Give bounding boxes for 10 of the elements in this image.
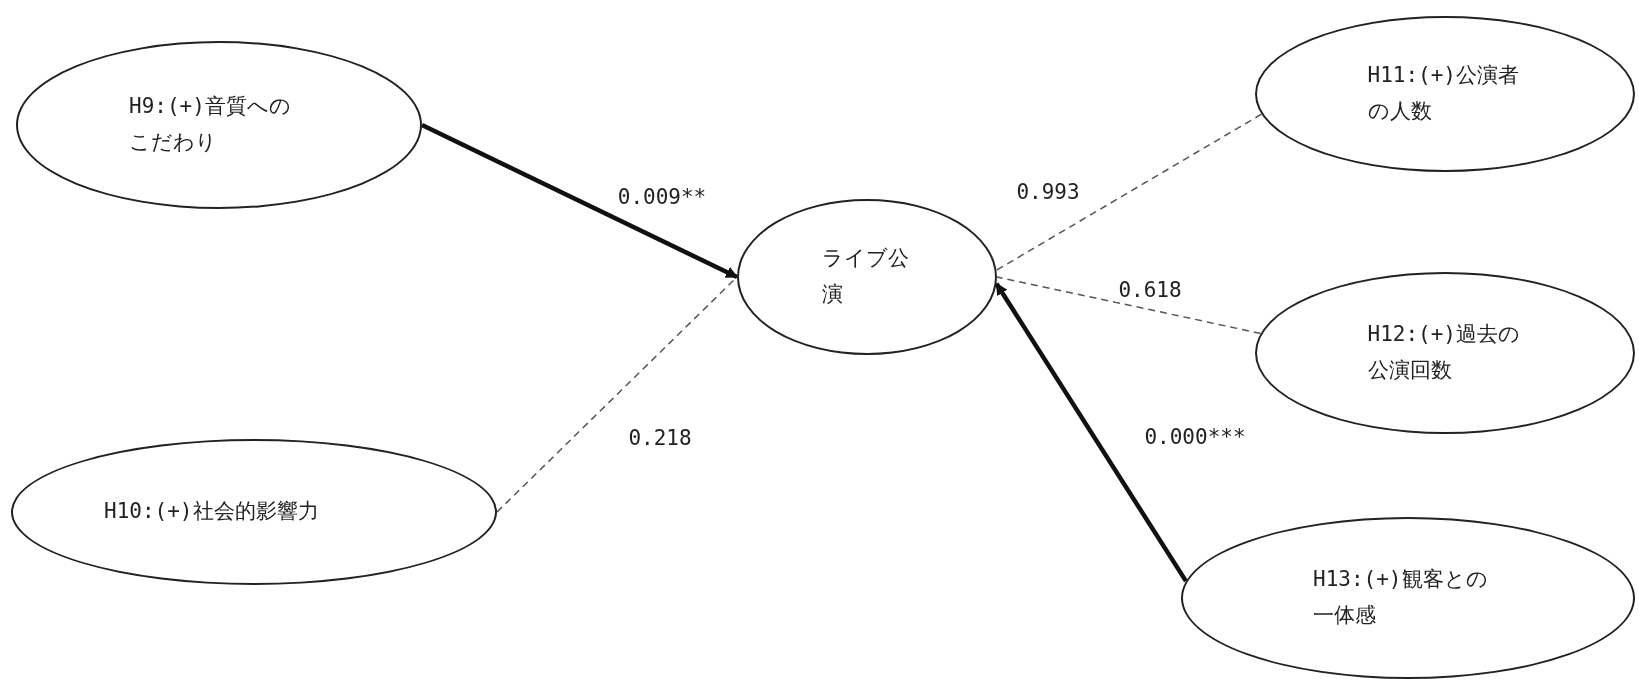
arrow (994, 282, 1188, 583)
ellipse-node: H9:(+)音質へのこだわり (16, 41, 422, 209)
connector-line (996, 276, 1262, 335)
ellipse-node: ライブ公演 (737, 199, 997, 355)
ellipse-node: H10:(+)社会的影響力 (11, 439, 497, 585)
arrow (421, 122, 739, 280)
ellipse-node: H13:(+)観客との一体感 (1181, 517, 1635, 679)
ellipse-node: H12:(+)過去の公演回数 (1255, 272, 1635, 434)
ellipse-node: H11:(+)公演者の人数 (1255, 16, 1635, 172)
connector-line (995, 113, 1263, 271)
